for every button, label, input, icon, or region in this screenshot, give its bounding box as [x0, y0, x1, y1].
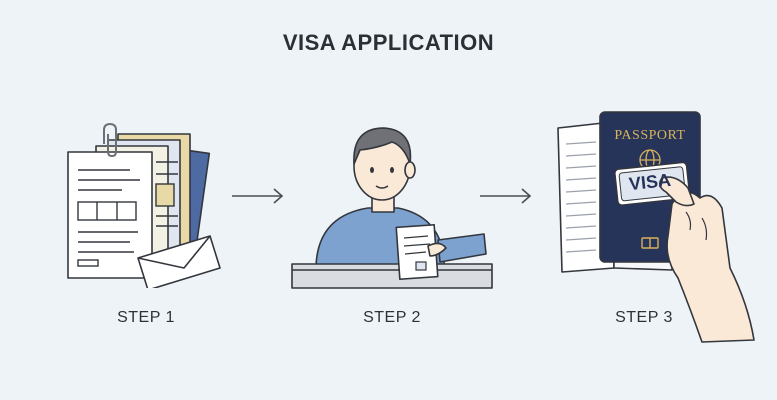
passport-in-hand-icon: PASSPORT VISA — [552, 108, 758, 344]
step-label-3: STEP 3 — [615, 309, 673, 326]
step-label-2: STEP 2 — [363, 309, 421, 326]
person-at-counter-icon — [291, 127, 493, 289]
arrow-right-icon — [232, 188, 284, 204]
page-title: VISA APPLICATION — [282, 30, 495, 55]
step-label-1: STEP 1 — [117, 309, 175, 326]
documents-envelope-icon — [67, 122, 221, 288]
arrow-right-icon — [480, 188, 532, 204]
passport-cover-text: PASSPORT — [614, 128, 686, 143]
